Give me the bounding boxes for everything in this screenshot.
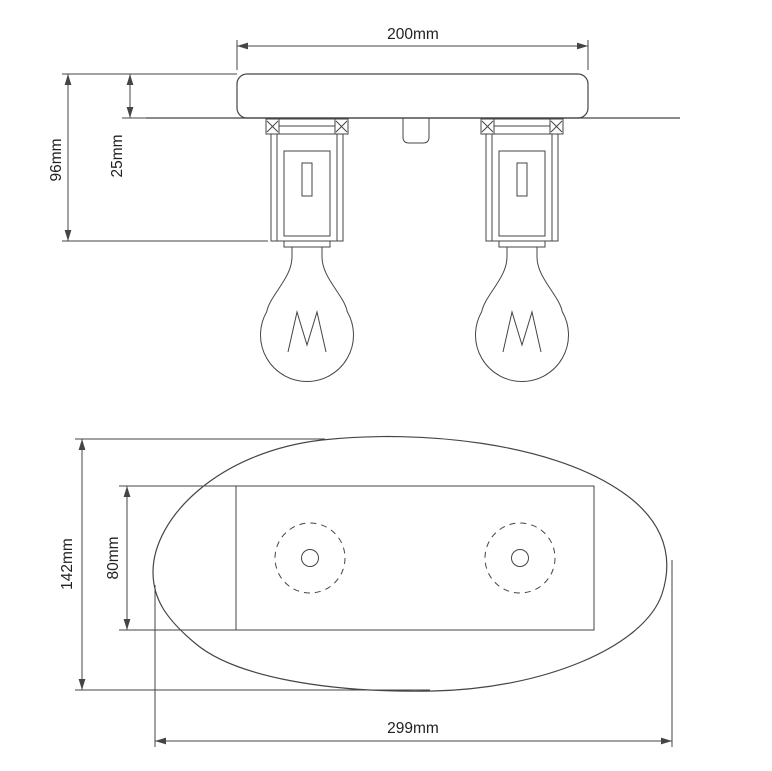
- front-view: [146, 73, 680, 382]
- dim-label-height-96mm: 96mm: [48, 138, 65, 181]
- lamp-position-right-dashed: [484, 522, 556, 594]
- base-plate-outline: [152, 435, 668, 692]
- center-junction-box: [402, 118, 430, 144]
- dim-label-width-200mm: 200mm: [387, 26, 439, 43]
- lamp-socket-right: [475, 118, 569, 382]
- plan-view-dimensions: 142mm 80mm 299mm: [59, 438, 673, 747]
- front-view-dimensions: 200mm 96mm 25mm: [48, 26, 589, 242]
- dim-label-width-299mm: 299mm: [387, 720, 439, 737]
- lamp-position-left-dashed: [274, 522, 346, 594]
- lamp-socket-left: [260, 118, 354, 382]
- lamp-center-hole-left: [301, 549, 319, 567]
- dim-label-inner-depth-80mm: 80mm: [105, 536, 122, 579]
- mounting-rectangle: [235, 485, 595, 631]
- plan-view: [152, 435, 668, 692]
- base-plate-side-view: [236, 73, 589, 119]
- lamp-center-hole-right: [511, 549, 529, 567]
- dim-label-thickness-25mm: 25mm: [109, 134, 126, 177]
- dim-label-depth-142mm: 142mm: [59, 538, 76, 590]
